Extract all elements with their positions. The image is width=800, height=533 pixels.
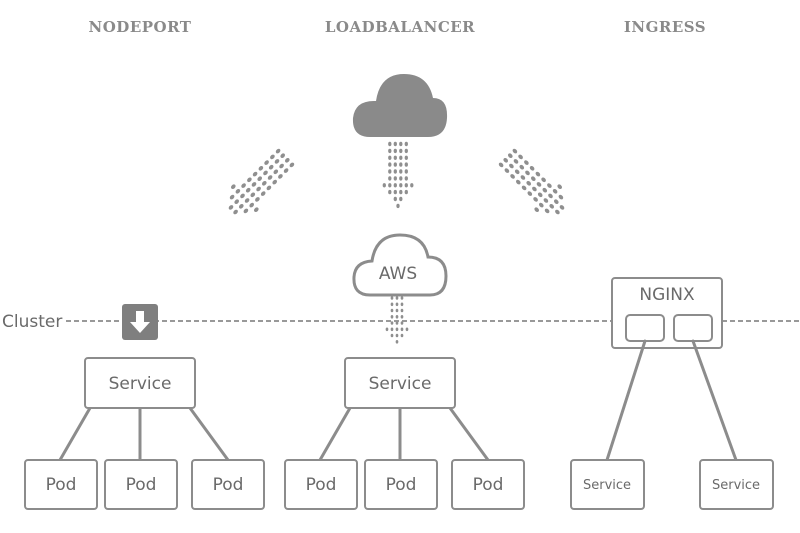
ingress-service-box: Service: [570, 459, 645, 510]
pod-label: Pod: [126, 475, 157, 495]
nginx-port-right: [673, 314, 713, 342]
pod-box: Pod: [364, 459, 438, 510]
aws-cloud-icon: AWS: [352, 233, 448, 297]
pod-box: Pod: [24, 459, 98, 510]
pod-box: Pod: [104, 459, 178, 510]
service-nodeport: Service: [84, 357, 196, 409]
aws-label: AWS: [379, 264, 417, 284]
ingress-service-label: Service: [583, 478, 631, 493]
pod-label: Pod: [386, 475, 417, 495]
pod-label: Pod: [213, 475, 244, 495]
pod-label: Pod: [473, 475, 504, 495]
pod-box: Pod: [451, 459, 525, 510]
service-label: Service: [109, 374, 172, 394]
header-nodeport: NODEPORT: [89, 18, 192, 36]
header-ingress: INGRESS: [624, 18, 706, 36]
pod-label: Pod: [46, 475, 77, 495]
nginx-controller: NGINX: [611, 277, 723, 349]
download-arrow-icon: [122, 304, 158, 340]
dotted-arrow-icon: [382, 141, 414, 209]
nginx-port-left: [625, 314, 665, 342]
ingress-service-label: Service: [712, 478, 760, 493]
header-loadbalancer: LOADBALANCER: [325, 18, 475, 36]
pod-box: Pod: [284, 459, 358, 510]
dotted-arrow-icon: [228, 148, 295, 215]
cluster-label: Cluster: [2, 312, 62, 332]
cloud-icon: [352, 74, 448, 137]
dotted-arrow-icon: [385, 296, 409, 344]
nginx-label: NGINX: [639, 285, 695, 305]
pod-label: Pod: [306, 475, 337, 495]
service-loadbalancer: Service: [344, 357, 456, 409]
connector-lines: [58, 339, 738, 462]
pod-box: Pod: [191, 459, 265, 510]
dotted-arrow-icon: [498, 148, 565, 215]
service-label: Service: [369, 374, 432, 394]
ingress-service-box: Service: [699, 459, 774, 510]
